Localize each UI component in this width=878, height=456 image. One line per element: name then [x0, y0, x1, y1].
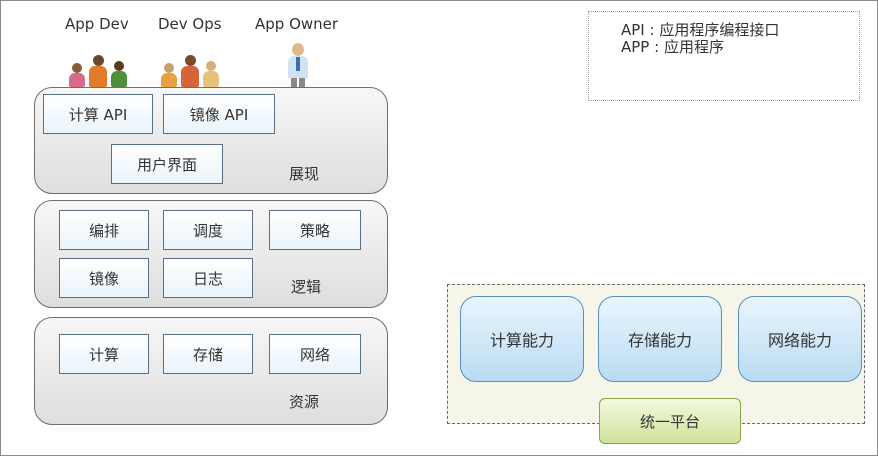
legend-app: APP : 应用程序: [621, 38, 724, 56]
layer-label-presentation: 展现: [289, 165, 320, 183]
role-app-dev: App Dev: [65, 15, 129, 33]
layer-label-logic: 逻辑: [291, 278, 322, 296]
role-app-owner: App Owner: [255, 15, 339, 33]
network-box: 网络: [269, 334, 361, 374]
image-api-box: 镜像 API: [163, 94, 275, 134]
storage-capability: 存储能力: [598, 296, 722, 382]
people-group-icon: [65, 55, 141, 87]
role-dev-ops: Dev Ops: [158, 15, 222, 33]
compute-box: 计算: [59, 334, 149, 374]
compute-api-box: 计算 API: [43, 94, 153, 134]
orchestration-box: 编排: [59, 210, 149, 250]
scheduling-box: 调度: [163, 210, 253, 250]
layer-label-resource: 资源: [289, 393, 320, 411]
policy-box: 策略: [269, 210, 361, 250]
image-box: 镜像: [59, 258, 149, 298]
people-group-icon: [159, 55, 235, 87]
person-icon: [287, 43, 309, 89]
log-box: 日志: [163, 258, 253, 298]
unified-platform: 统一平台: [599, 398, 741, 444]
legend-box: API : 应用程序编程接口 APP : 应用程序: [588, 11, 860, 101]
network-capability: 网络能力: [738, 296, 862, 382]
user-interface-box: 用户界面: [111, 144, 223, 184]
storage-box: 存储: [163, 334, 253, 374]
compute-capability: 计算能力: [460, 296, 584, 382]
legend-api: API : 应用程序编程接口: [621, 21, 780, 39]
